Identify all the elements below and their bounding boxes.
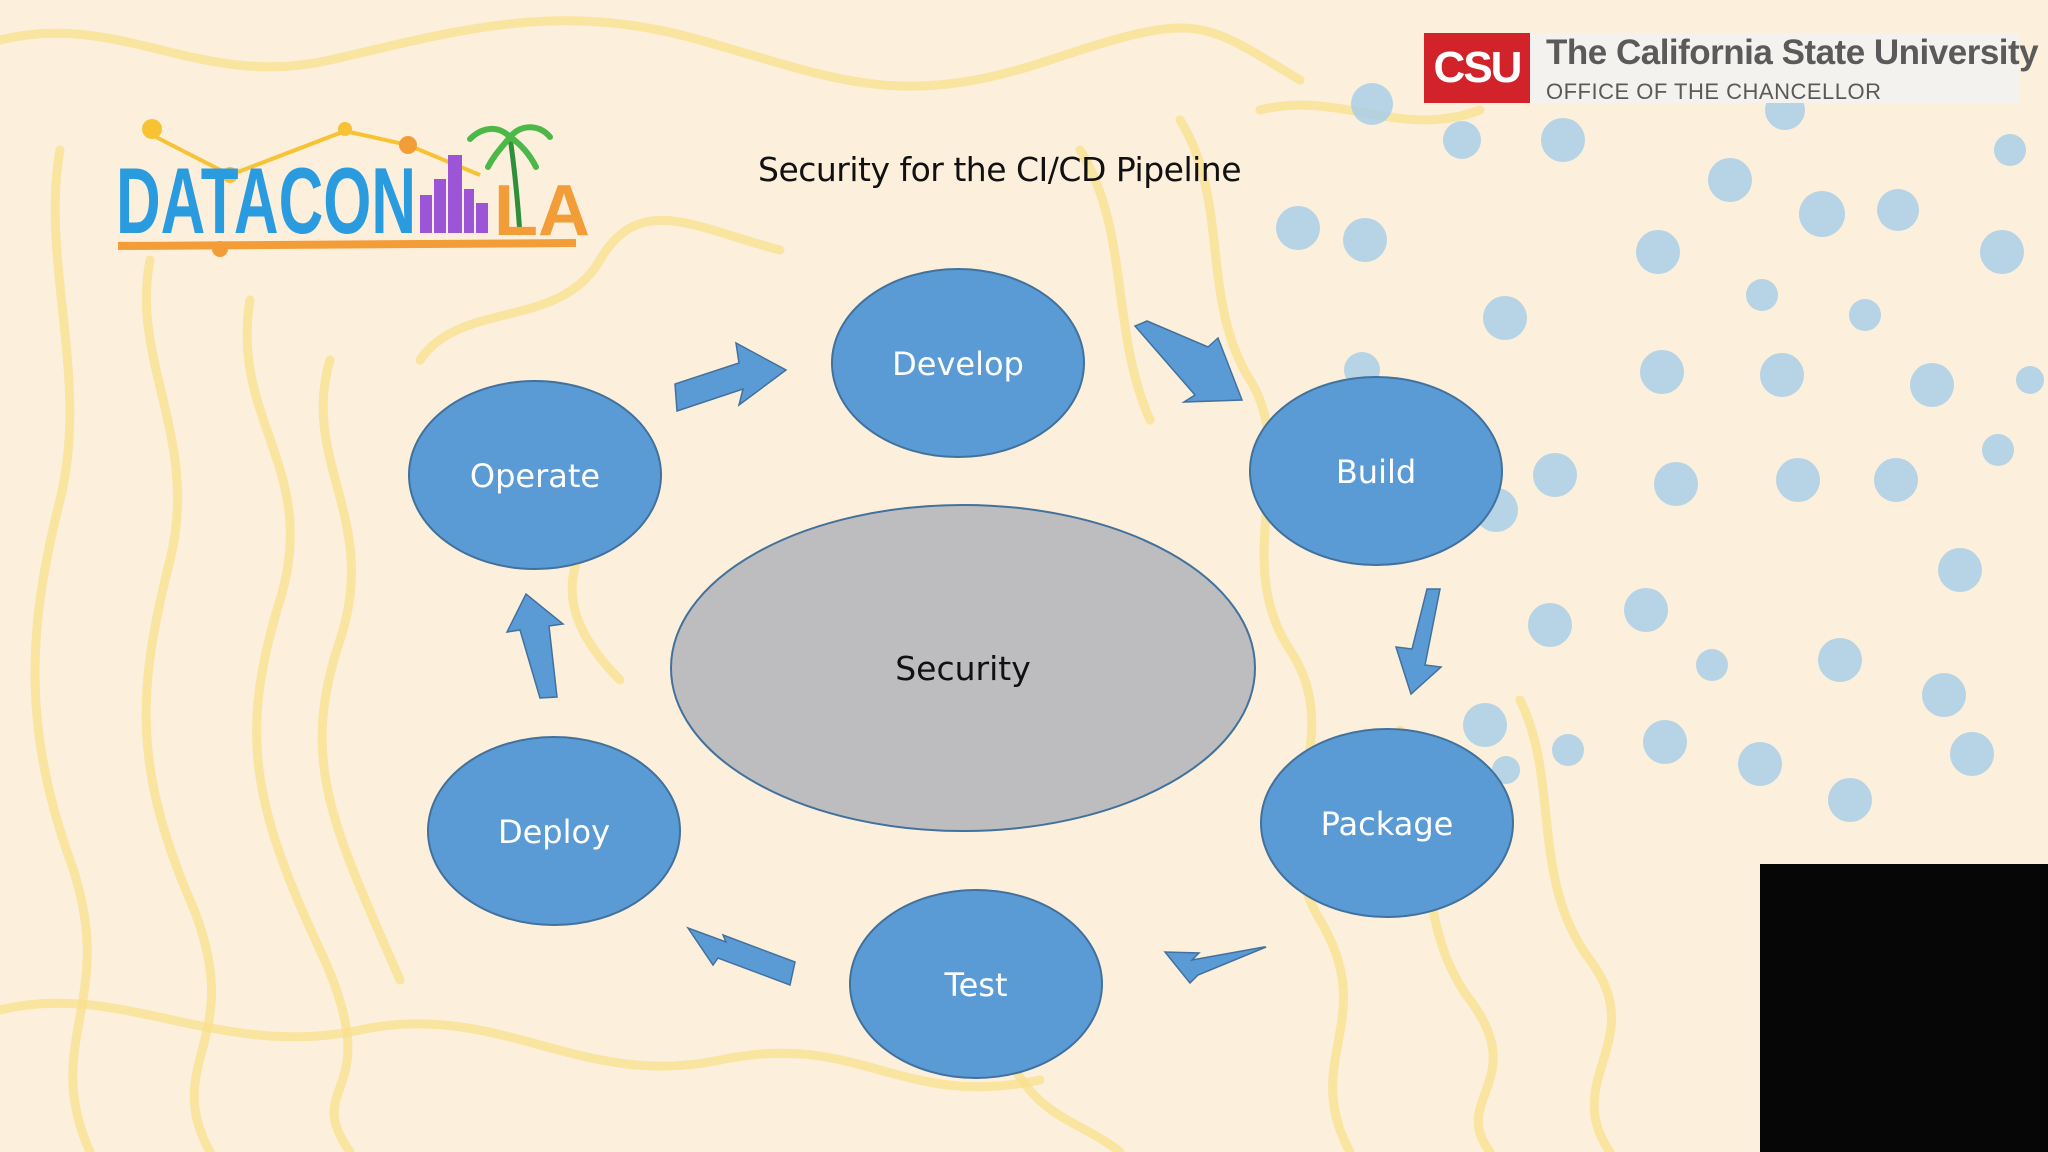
operate-label: Operate xyxy=(470,457,600,495)
node-build: Build xyxy=(1249,376,1503,566)
csu-name: The California State University xyxy=(1546,33,2039,72)
node-package: Package xyxy=(1260,728,1514,918)
presenter-video-overlay xyxy=(1760,864,2048,1152)
csu-office: OFFICE OF THE CHANCELLOR xyxy=(1546,79,1882,104)
csu-badge: CSU xyxy=(1424,33,1530,103)
datacon-la-logo: DATACON LA xyxy=(116,119,590,257)
arrow-deploy-to-operate xyxy=(505,592,565,699)
test-label: Test xyxy=(943,966,1007,1004)
palm-tree-icon xyxy=(467,124,553,236)
security-center: Security xyxy=(670,504,1256,832)
build-label: Build xyxy=(1336,453,1416,491)
node-test: Test xyxy=(849,889,1103,1079)
package-label: Package xyxy=(1321,805,1454,843)
arrow-develop-to-build xyxy=(1133,320,1244,403)
la-text: LA xyxy=(494,171,590,251)
slide-title: Security for the CI/CD Pipeline xyxy=(758,150,1242,189)
city-skyline-icon xyxy=(420,155,488,233)
node-deploy: Deploy xyxy=(427,736,681,926)
datacon-text: DATACON xyxy=(116,148,416,253)
arrow-package-to-test xyxy=(1163,946,1267,985)
node-develop: Develop xyxy=(831,268,1085,458)
arrow-operate-to-develop xyxy=(674,341,788,413)
csu-logo: CSU The California State University OFFI… xyxy=(1424,33,2039,104)
arrow-test-to-deploy xyxy=(686,926,796,987)
deploy-label: Deploy xyxy=(498,813,610,851)
arrow-build-to-package xyxy=(1394,588,1443,696)
node-operate: Operate xyxy=(408,380,662,570)
security-label: Security xyxy=(895,649,1031,688)
develop-label: Develop xyxy=(892,345,1024,383)
